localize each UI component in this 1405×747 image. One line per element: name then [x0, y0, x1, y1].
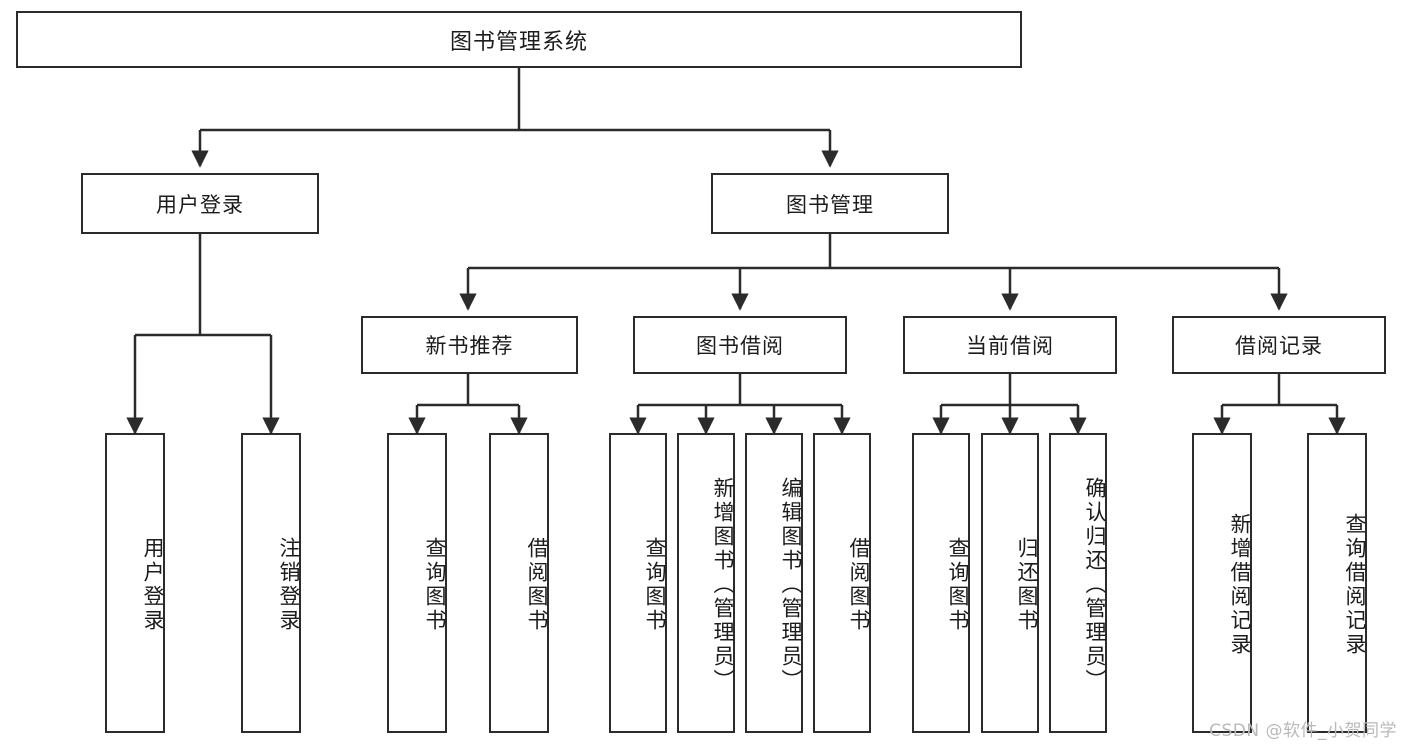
node-book-management[interactable]: 图书管理 — [711, 173, 949, 234]
node-leaf-add-borrow-record[interactable]: 新增借阅记录 — [1192, 433, 1252, 733]
node-leaf-query-borrow-record-label: 查询借阅记录 — [1343, 513, 1367, 657]
node-leaf-return-book-label: 归还图书 — [1015, 537, 1039, 633]
node-new-book-recommend[interactable]: 新书推荐 — [361, 316, 578, 374]
node-leaf-query-book-2-label: 查询图书 — [643, 537, 667, 633]
node-borrow-record[interactable]: 借阅记录 — [1172, 316, 1386, 374]
node-new-book-recommend-label: 新书推荐 — [425, 334, 514, 358]
node-leaf-edit-book[interactable]: 编辑图书（管理员） — [745, 433, 803, 733]
node-current-borrow[interactable]: 当前借阅 — [903, 316, 1117, 374]
node-leaf-edit-book-label: 编辑图书（管理员） — [779, 477, 803, 693]
node-root[interactable]: 图书管理系统 — [16, 11, 1022, 68]
node-current-borrow-label: 当前借阅 — [966, 334, 1054, 358]
node-book-management-label: 图书管理 — [786, 192, 874, 217]
node-leaf-confirm-return[interactable]: 确认归还（管理员） — [1049, 433, 1107, 733]
node-book-borrow-label: 图书借阅 — [696, 334, 784, 358]
node-leaf-query-borrow-record[interactable]: 查询借阅记录 — [1307, 433, 1367, 733]
node-leaf-user-login-label: 用户登录 — [141, 537, 165, 633]
node-user-login-label: 用户登录 — [156, 192, 244, 217]
node-leaf-borrow-book-1-label: 借阅图书 — [525, 537, 549, 633]
node-user-login[interactable]: 用户登录 — [81, 173, 319, 234]
node-leaf-query-book-3[interactable]: 查询图书 — [912, 433, 970, 733]
node-leaf-logout-login-label: 注销登录 — [277, 537, 301, 633]
node-leaf-borrow-book-2[interactable]: 借阅图书 — [813, 433, 871, 733]
node-leaf-query-book-1-label: 查询图书 — [423, 537, 447, 633]
node-leaf-borrow-book-1[interactable]: 借阅图书 — [489, 433, 549, 733]
node-leaf-query-book-1[interactable]: 查询图书 — [387, 433, 447, 733]
node-leaf-add-borrow-record-label: 新增借阅记录 — [1228, 513, 1252, 657]
node-book-borrow[interactable]: 图书借阅 — [633, 316, 847, 374]
node-leaf-add-book-label: 新增图书（管理员） — [711, 477, 735, 693]
node-leaf-logout-login[interactable]: 注销登录 — [241, 433, 301, 733]
watermark: CSDN @软件_小贺同学 — [1209, 721, 1397, 741]
node-leaf-user-login[interactable]: 用户登录 — [105, 433, 165, 733]
node-leaf-add-book[interactable]: 新增图书（管理员） — [677, 433, 735, 733]
node-leaf-borrow-book-2-label: 借阅图书 — [847, 537, 871, 633]
node-leaf-query-book-2[interactable]: 查询图书 — [609, 433, 667, 733]
node-leaf-query-book-3-label: 查询图书 — [946, 537, 970, 633]
node-root-label: 图书管理系统 — [449, 29, 588, 55]
node-leaf-return-book[interactable]: 归还图书 — [981, 433, 1039, 733]
node-leaf-confirm-return-label: 确认归还（管理员） — [1083, 477, 1107, 693]
node-borrow-record-label: 借阅记录 — [1235, 334, 1323, 358]
